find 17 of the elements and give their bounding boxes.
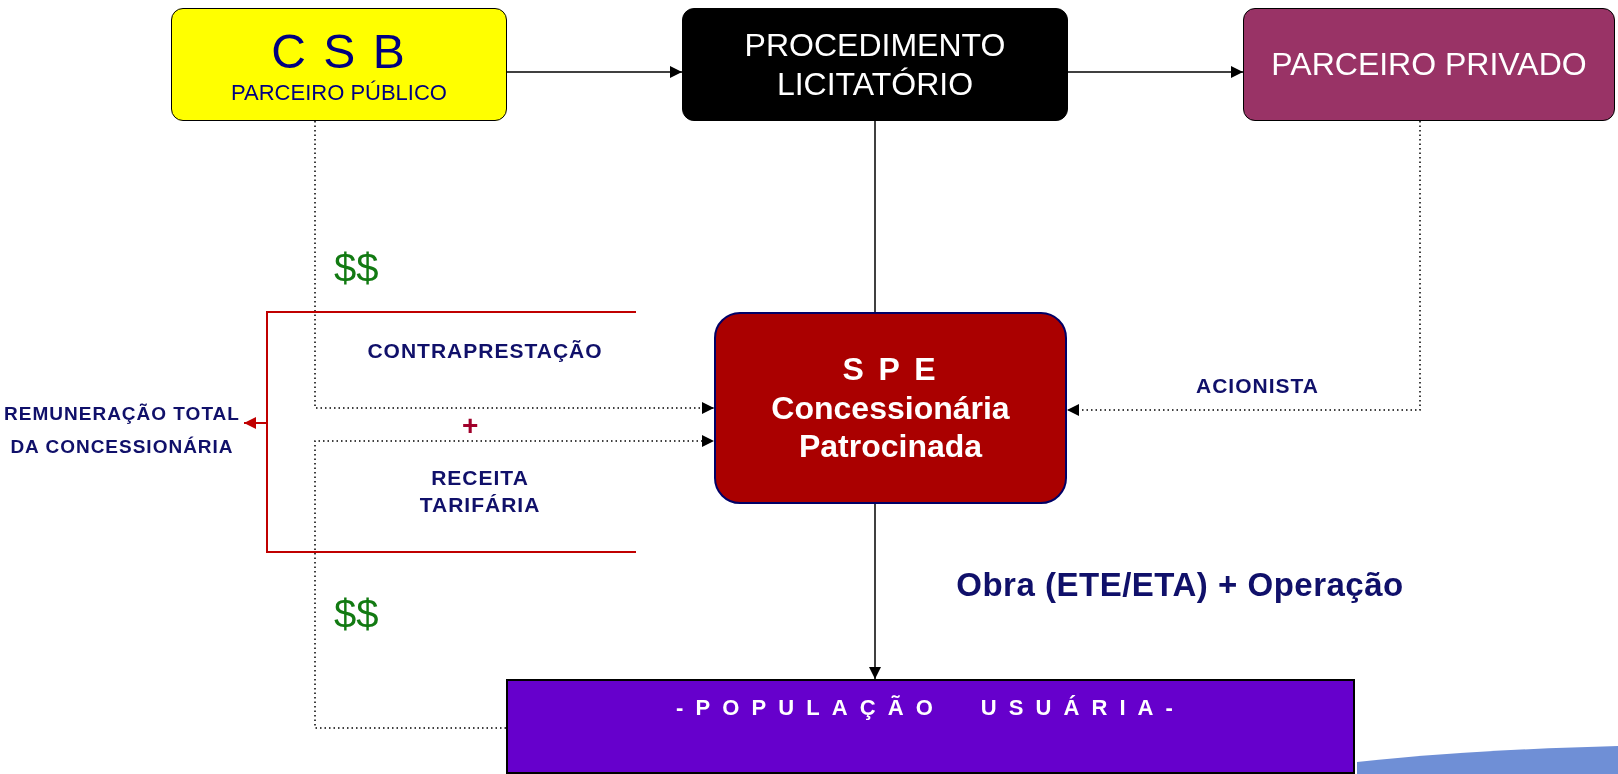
node-text: REMUNERAÇÃO TOTAL DA CONCESSIONÁRIA xyxy=(3,401,241,459)
currency-sign: $$ xyxy=(334,592,379,637)
dotted-arrow xyxy=(1066,120,1421,416)
spe-box: S P E Concessionária Patrocinada xyxy=(714,312,1067,504)
connector-line xyxy=(874,120,876,313)
plus-sign: + xyxy=(462,410,479,442)
private-partner-box: PARCEIRO PRIVADO xyxy=(1243,8,1615,121)
population-box: -POPULAÇÃO USUÁRIA- xyxy=(506,679,1355,774)
arrow xyxy=(506,66,683,78)
public-partner-box: C S B PARCEIRO PÚBLICO xyxy=(171,8,507,121)
arrow xyxy=(243,417,268,429)
arrow xyxy=(1067,66,1244,78)
process-box: PROCEDIMENTO LICITATÓRIO xyxy=(682,8,1068,121)
dotted-arrow xyxy=(314,435,715,729)
dotted-arrow xyxy=(314,120,715,414)
arrow xyxy=(869,503,881,680)
currency-sign: $$ xyxy=(334,246,379,291)
